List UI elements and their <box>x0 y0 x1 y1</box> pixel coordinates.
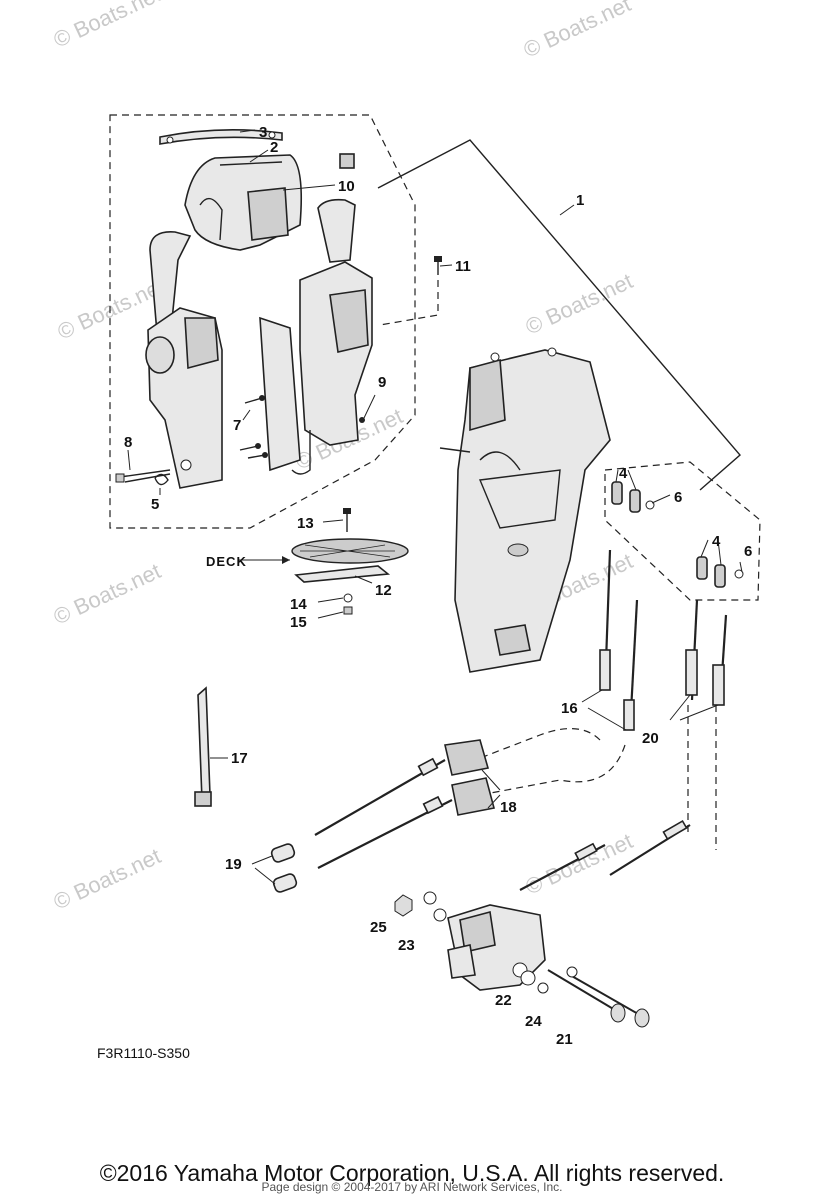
deck-arrow-icon <box>282 556 290 564</box>
callout-17: 17 <box>231 750 248 767</box>
callout-25: 25 <box>370 919 387 936</box>
throttle-bracket <box>394 891 546 991</box>
callout-12: 12 <box>375 582 392 599</box>
lower-cables <box>519 819 691 891</box>
mounting-bracket <box>439 347 611 673</box>
callout-15: 15 <box>290 614 307 631</box>
cable-connectors-18 <box>444 739 495 816</box>
assembly-leader-1 <box>377 139 741 491</box>
callout-14: 14 <box>290 596 307 613</box>
callout-18: 18 <box>500 799 517 816</box>
screws-7 <box>239 395 268 459</box>
callout-19: 19 <box>225 856 242 873</box>
callout-6: 6 <box>744 543 752 560</box>
cable-rods-16 <box>599 549 639 731</box>
rod-ends-4-lower <box>696 556 744 588</box>
callout-6: 6 <box>674 489 682 506</box>
watermark: © Boats.net <box>522 268 637 339</box>
caps-19 <box>270 843 298 893</box>
cable-end-boundary <box>604 461 761 601</box>
watermark: © Boats.net <box>520 0 635 63</box>
callout-9: 9 <box>378 374 386 391</box>
nut-9 <box>359 417 365 423</box>
deck-label: DECK <box>206 554 247 569</box>
cable-rods-20 <box>685 599 728 706</box>
watermark: © Boats.net <box>50 558 165 629</box>
cable-route-dashed <box>474 727 626 796</box>
callout-2: 2 <box>270 139 278 156</box>
bolts-21 <box>537 966 650 1028</box>
callout-10: 10 <box>338 178 355 195</box>
callout-8: 8 <box>124 434 132 451</box>
callout-4: 4 <box>619 465 628 482</box>
cable-route-dashed-right <box>687 705 717 850</box>
cable-tie-17 <box>194 686 212 807</box>
callout-20: 20 <box>642 730 659 747</box>
page-credit: Page design © 2004-2017 by ARI Network S… <box>261 1180 563 1194</box>
watermark: © Boats.net <box>50 843 165 914</box>
plate-3 <box>159 129 283 145</box>
bolt-8 <box>115 469 171 483</box>
reference-line <box>379 280 439 326</box>
callout-4: 4 <box>712 533 721 550</box>
deck-assembly <box>291 508 409 615</box>
left-lever-housing <box>145 231 223 489</box>
screw-11 <box>434 256 442 275</box>
spring-5 <box>154 473 169 486</box>
callout-leaders <box>127 129 743 885</box>
callout-21: 21 <box>556 1031 573 1048</box>
gasket-plate <box>259 316 301 472</box>
cover-2 <box>184 154 303 251</box>
callout-1: 1 <box>576 192 584 209</box>
callout-23: 23 <box>398 937 415 954</box>
callout-24: 24 <box>525 1013 542 1030</box>
block-10 <box>339 153 355 169</box>
copyright-notice: ©2016 Yamaha Motor Corporation, U.S.A. A… <box>99 1160 725 1186</box>
callout-16: 16 <box>561 700 578 717</box>
callout-7: 7 <box>233 417 241 434</box>
watermark: © Boats.net <box>50 0 165 53</box>
callout-3: 3 <box>259 124 267 141</box>
right-lever-housing <box>291 198 373 475</box>
diagram-code: F3R1110-S350 <box>97 1045 190 1061</box>
callout-11: 11 <box>455 258 471 275</box>
callout-13: 13 <box>297 515 314 532</box>
control-cables <box>314 757 453 869</box>
watermark: © Boats.net <box>522 828 637 899</box>
assembly-boundary <box>109 114 416 529</box>
rod-ends-4-upper <box>611 481 655 513</box>
callout-5: 5 <box>151 496 159 513</box>
callout-labels: 1 2 3 4 4 5 6 6 7 8 9 10 11 12 13 14 15 … <box>124 124 752 1048</box>
callout-22: 22 <box>495 992 512 1009</box>
